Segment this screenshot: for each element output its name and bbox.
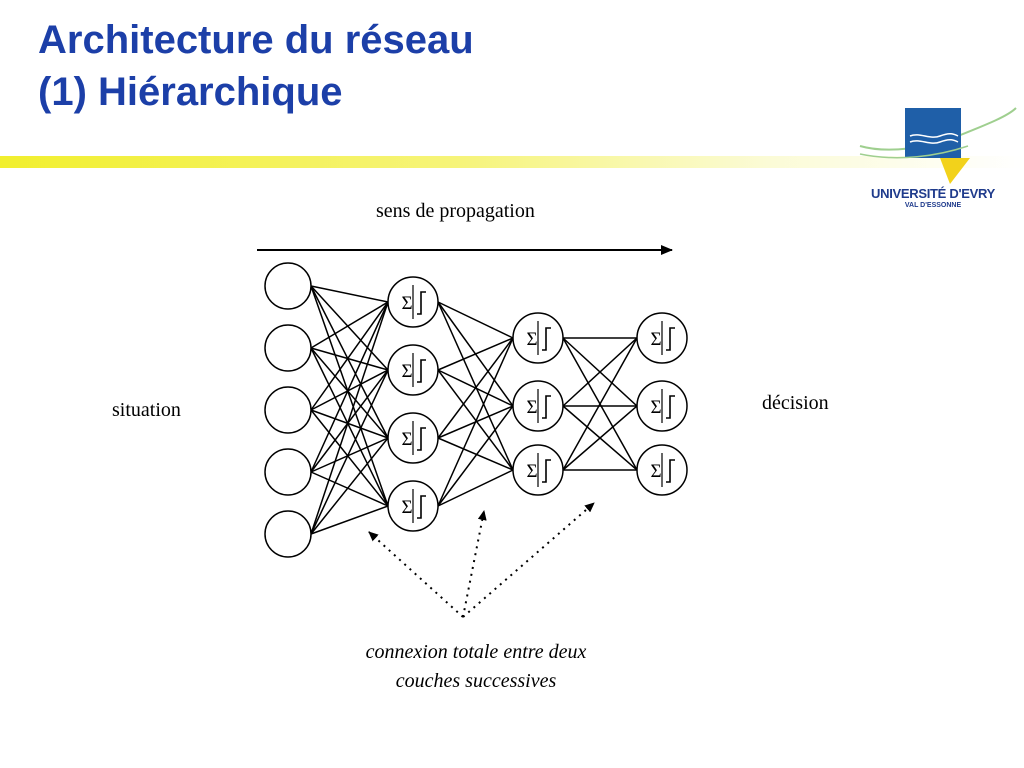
sum-symbol: Σ: [401, 293, 412, 314]
caption-pointers: [368, 502, 595, 618]
sum-symbol: Σ: [401, 361, 412, 382]
sum-symbol: Σ: [650, 329, 661, 350]
connection-hidden-1-1-to-1: [437, 301, 514, 339]
connection-input-1-to-4: [310, 285, 389, 507]
neuron-hidden-2-1: Σ: [512, 312, 564, 364]
connection-input-4-to-4: [310, 471, 389, 507]
connection-hidden-1-4-to-1: [437, 337, 514, 507]
sum-symbol: Σ: [526, 461, 537, 482]
sum-symbol: Σ: [526, 329, 537, 350]
connection-input-2-to-4: [310, 347, 389, 507]
neuron-input-2: [264, 324, 312, 372]
input-label: situation: [112, 399, 181, 421]
connection-input-5-to-2: [310, 369, 389, 535]
connection-input-5-to-4: [310, 505, 389, 535]
connection-hidden-2-3-to-1: [562, 337, 638, 471]
connection-input-5-to-3: [310, 437, 389, 535]
neuron-hidden-1-3: Σ: [387, 412, 439, 464]
connection-hidden-1-1-to-3: [437, 301, 514, 471]
connection-input-5-to-1: [310, 301, 389, 535]
sigmoid-icon: [542, 327, 551, 351]
connection-hidden-1-4-to-3: [437, 469, 514, 507]
university-subtitle: VAL D'ESSONNE: [904, 202, 962, 209]
title-line-1: Architecture du réseau: [38, 18, 474, 62]
sigmoid-icon: [666, 327, 675, 351]
caption-line-1: connexion totale entre deux: [365, 641, 587, 663]
neuron-circle: [264, 448, 312, 496]
sum-symbol: Σ: [526, 397, 537, 418]
connection-hidden-1-3-to-1: [437, 337, 514, 439]
neuron-hidden-1-1: Σ: [387, 276, 439, 328]
connection-input-3-to-2: [310, 369, 389, 411]
connection-hidden-1-4-to-2: [437, 405, 514, 507]
connection-hidden-2-3-to-2: [562, 405, 638, 471]
connection-input-1-to-1: [310, 285, 389, 303]
connection-input-4-to-2: [310, 369, 389, 473]
connection-input-1-to-3: [310, 285, 389, 439]
neuron-output-2: Σ: [636, 380, 688, 432]
connection-input-1-to-2: [310, 285, 389, 371]
connection-input-3-to-4: [310, 409, 389, 507]
neuron-input-5: [264, 510, 312, 558]
sigmoid-icon: [666, 459, 675, 483]
title-underline-band: [0, 156, 1024, 168]
sigmoid-icon: [417, 427, 426, 451]
connection-hidden-1-2-to-1: [437, 337, 514, 371]
sum-symbol: Σ: [650, 397, 661, 418]
connection-hidden-1-3-to-3: [437, 437, 514, 471]
title-line-2: (1) Hiérarchique: [38, 70, 343, 114]
neuron-hidden-2-2: Σ: [512, 380, 564, 432]
connection-hidden-1-2-to-3: [437, 369, 514, 471]
neuron-input-3: [264, 386, 312, 434]
neuron-output-3: Σ: [636, 444, 688, 496]
connection-input-2-to-2: [310, 347, 389, 371]
sum-symbol: Σ: [401, 429, 412, 450]
sigmoid-icon: [666, 395, 675, 419]
connection-input-2-to-1: [310, 301, 389, 349]
output-label: décision: [762, 392, 829, 414]
pointer-arrow-2: [462, 510, 487, 618]
neuron-hidden-1-4: Σ: [387, 480, 439, 532]
caption: connexion totale entre deux couches succ…: [316, 638, 636, 696]
caption-line-2: couches successives: [395, 670, 557, 692]
connections: [310, 285, 638, 535]
sigmoid-icon: [542, 459, 551, 483]
neuron-input-4: [264, 448, 312, 496]
neurons: Σ Σ Σ Σ Σ Σ Σ Σ Σ Σ: [264, 262, 688, 558]
neuron-circle: [264, 324, 312, 372]
connection-input-4-to-1: [310, 301, 389, 473]
sigmoid-icon: [417, 291, 426, 315]
slide-title: Architecture du réseau (1) Hiérarchique: [38, 14, 474, 118]
neuron-output-1: Σ: [636, 312, 688, 364]
connection-input-3-to-3: [310, 409, 389, 439]
pointer-arrow-1: [368, 531, 464, 618]
neuron-circle: [264, 386, 312, 434]
connection-input-4-to-3: [310, 437, 389, 473]
pointer-arrow-3: [462, 502, 595, 618]
university-name: UNIVERSITÉ D'EVRY: [871, 186, 995, 201]
neuron-hidden-1-2: Σ: [387, 344, 439, 396]
connection-hidden-2-2-to-1: [562, 337, 638, 407]
sum-symbol: Σ: [401, 497, 412, 518]
neuron-circle: [264, 262, 312, 310]
neuron-input-1: [264, 262, 312, 310]
sum-symbol: Σ: [650, 461, 661, 482]
university-logo-text: UNIVERSITÉ D'EVRY VAL D'ESSONNE: [858, 186, 1008, 209]
connection-input-2-to-3: [310, 347, 389, 439]
propagation-label: sens de propagation: [376, 200, 535, 222]
sigmoid-icon: [417, 495, 426, 519]
sigmoid-icon: [542, 395, 551, 419]
sigmoid-icon: [417, 359, 426, 383]
connection-input-3-to-1: [310, 301, 389, 411]
neuron-circle: [264, 510, 312, 558]
neuron-hidden-2-3: Σ: [512, 444, 564, 496]
university-logo-icon: [859, 107, 1017, 184]
